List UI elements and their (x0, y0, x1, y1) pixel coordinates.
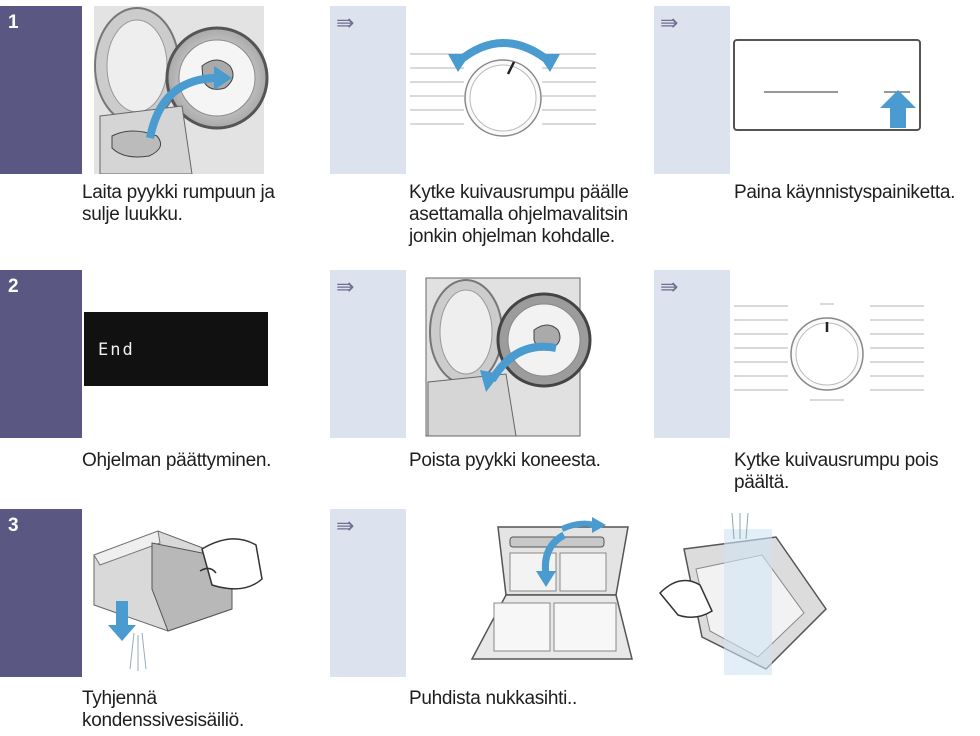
gap-panel: ⇛ (330, 6, 406, 174)
illustration-load-laundry (82, 6, 330, 174)
gap-panel: ⇛ (330, 270, 406, 438)
caption-remove-laundry: Poista pyykki koneesta. (409, 450, 601, 471)
step-number-label: 1 (8, 12, 19, 33)
double-arrow-right-icon: ⇛ (336, 10, 355, 35)
caption-program-end: Ohjelman päättyminen. (82, 450, 272, 471)
caption-clean-filter: Puhdista nukkasihti.. (409, 688, 577, 709)
step-number-label: 3 (8, 515, 19, 536)
caption-switch-off: Kytke kuivausrumpu pois päältä. (734, 450, 939, 493)
caption-switch-on: Kytke kuivausrumpu päälle asettamalla oh… (409, 182, 629, 247)
illustration-display-end: End (82, 270, 330, 438)
illustration-remove-laundry (406, 270, 654, 438)
display-panel: End (84, 312, 268, 386)
illustration-dial-off (730, 270, 980, 438)
caption-press-start: Paina käynnistyspainiketta. (734, 182, 956, 203)
display-text: End (98, 340, 135, 360)
caption-load-laundry: Laita pyykki rumpuun ja sulje luukku. (82, 182, 275, 225)
gap-panel: ⇛ (654, 270, 730, 438)
gap-panel: ⇛ (654, 6, 730, 174)
caption-empty-container: Tyhjennä kondenssivesisäiliö. (82, 688, 244, 731)
step-number-3: 3 (0, 509, 82, 677)
illustration-start-button (730, 6, 980, 174)
step-number-2: 2 (0, 270, 82, 438)
double-arrow-right-icon: ⇛ (336, 274, 355, 299)
step-number-label: 2 (8, 276, 19, 297)
illustration-dial-turn (406, 6, 654, 174)
double-arrow-right-icon: ⇛ (336, 513, 355, 538)
illustration-empty-container (82, 509, 330, 677)
double-arrow-right-icon: ⇛ (660, 10, 679, 35)
step-number-1: 1 (0, 6, 82, 174)
double-arrow-right-icon: ⇛ (660, 274, 679, 299)
gap-panel: ⇛ (330, 509, 406, 677)
illustration-clean-filter (406, 509, 980, 677)
